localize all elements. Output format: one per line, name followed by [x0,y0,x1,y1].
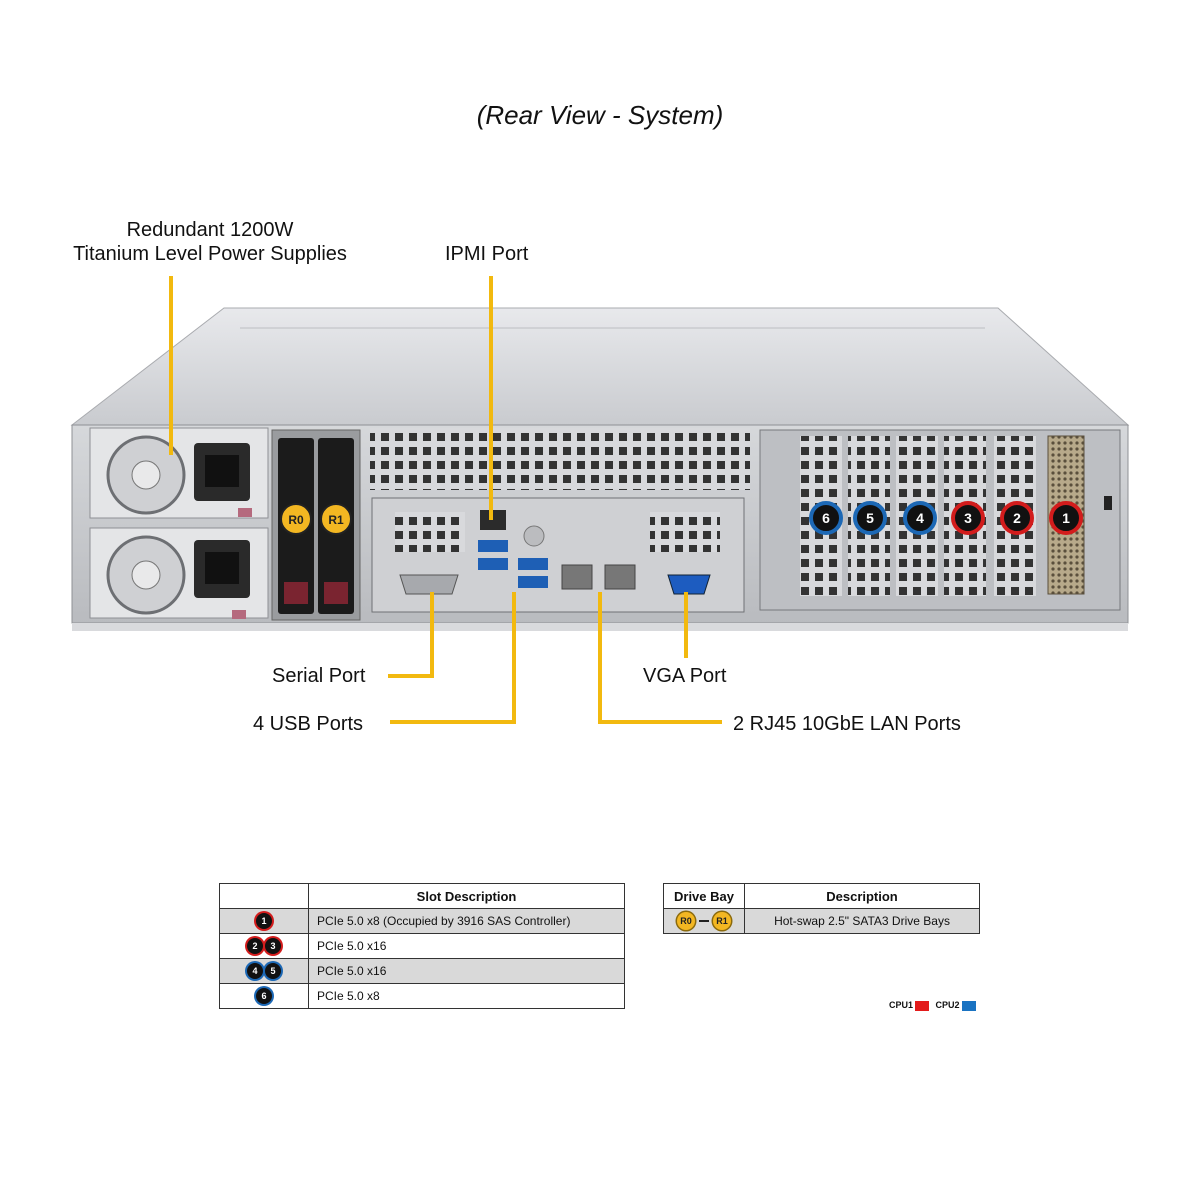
drive-bays: R0 R1 [271,429,361,621]
slot-description: PCIe 5.0 x16 [308,958,625,984]
slot-badge-4: 4 [247,963,263,979]
pcie-slot-3-badge: 3 [964,510,972,526]
lan-port-2 [604,564,636,590]
pcie-slot-5-badge: 5 [866,510,874,526]
power-supply-label-line2: Titanium Level Power Supplies [73,243,347,265]
usb-port-1 [478,540,508,552]
ipmi-port [480,510,506,530]
ipmi-port-label: IPMI Port [445,243,529,265]
vga-port [667,574,711,595]
cpu-legend: CPU1 CPU2 [889,1000,980,1011]
lan-port-1 [561,564,593,590]
drive-bay-icons: R0 R1 [663,908,745,934]
pcie-slot-badges: 6 5 4 3 2 1 [809,501,1083,535]
io-shield [371,497,745,613]
usb-port-4 [518,576,548,588]
drive-badge-r0: R0 [677,912,695,930]
drive-table-header-bay: Drive Bay [663,883,745,909]
slot-description-table: Slot Description 1 PCIe 5.0 x8 (Occupied … [219,883,625,1009]
pcie-slot-5-badge-circle [853,501,887,535]
drive-badge-r1: R1 [713,912,731,930]
drive-bay-table: Drive Bay Description R0 R1 Hot-swap 2.5"… [663,883,980,934]
drive-bay-r0-badge: R0 [288,513,304,527]
legend-cpu2-label: CPU2 [935,1000,960,1010]
vent-grid [370,428,750,490]
pcie-slot-4-badge-circle [903,501,937,535]
legend-cpu2-swatch [961,1000,976,1011]
slot-badge-3: 3 [265,938,281,954]
pcie-slot-4-badge: 4 [916,510,924,526]
slot-badge-6: 6 [256,988,272,1004]
usb-port-2 [478,558,508,570]
usb-ports-label: 4 USB Ports [253,713,364,735]
usb-port-3 [518,558,548,570]
slot-badge-1: 1 [256,913,272,929]
pcie-slot-2-badge: 2 [1013,510,1021,526]
page-title: (Rear View - System) [476,100,724,130]
power-supply-label-line1: Redundant 1200W [126,219,294,241]
power-supply-label: Redundant 1200W Titanium Level Power Sup… [60,218,360,266]
slot-table-header-icon [219,883,309,909]
slot-badge-2: 2 [247,938,263,954]
chassis-top-cover [70,307,1130,426]
slot-description: PCIe 5.0 x8 [308,983,625,1009]
drive-bay-description: Hot-swap 2.5" SATA3 Drive Bays [744,908,980,934]
serial-port [399,574,459,595]
power-supply-1 [89,427,269,519]
slot-table-header-description: Slot Description [308,883,625,909]
pcie-slot-3-badge-circle [951,501,985,535]
slot-badge-5: 5 [265,963,281,979]
slot-table-row: 6 PCIe 5.0 x8 [219,983,625,1009]
drive-table-header-description: Description [744,883,980,909]
power-supply-2 [89,527,269,619]
legend-cpu1-label: CPU1 [889,1000,914,1010]
serial-port-label: Serial Port [272,665,366,687]
legend-cpu1-swatch [915,1000,930,1011]
vga-port-label: VGA Port [643,665,727,687]
slot-description: PCIe 5.0 x16 [308,933,625,959]
pcie-slot-2-badge-circle [1000,501,1034,535]
slot-icons: 1 [219,908,309,934]
slot-description: PCIe 5.0 x8 (Occupied by 3916 SAS Contro… [308,908,625,934]
lan-ports-label: 2 RJ45 10GbE LAN Ports [733,713,961,735]
pcie-slot-6-badge-circle [809,501,843,535]
pcie-slot-1-badge-circle [1049,501,1083,535]
drive-bay-r1-badge: R1 [328,513,344,527]
slot-table-row: 1 PCIe 5.0 x8 (Occupied by 3916 SAS Contr… [219,908,625,934]
server-chassis-rear: R0 R1 6 5 4 3 2 1 [70,307,1130,631]
pcie-slot-1-badge: 1 [1062,510,1070,526]
slot-icons: 6 [219,983,309,1009]
pcie-slot-6-badge: 6 [822,510,830,526]
